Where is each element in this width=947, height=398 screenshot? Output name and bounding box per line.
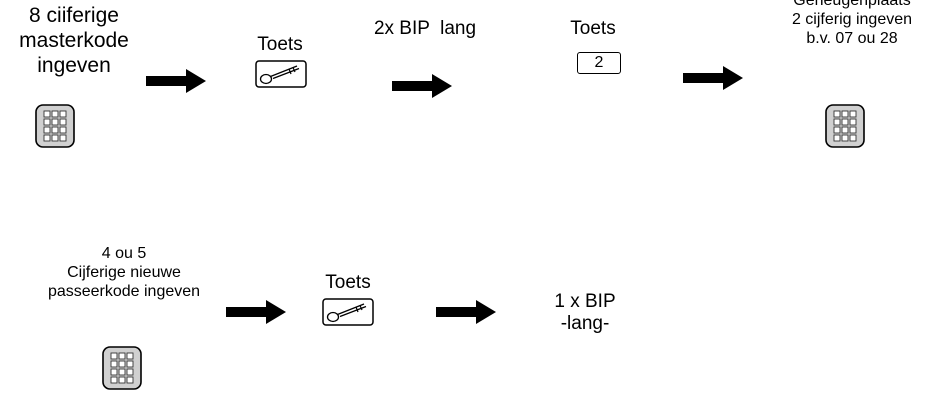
step5-instruction: Geheugenplaats 2 cijferig ingeven b.v. 0… [791, 0, 913, 47]
key-icon [255, 60, 307, 88]
step2-instruction: Toets [257, 34, 303, 55]
step4-instruction: Toets [570, 18, 616, 39]
step3-instruction: 2x BIP lang [373, 18, 477, 39]
right-arrow-icon [436, 300, 496, 324]
keypad-icon [35, 104, 75, 148]
keypad-icon [825, 104, 865, 148]
right-arrow-icon [392, 74, 452, 98]
step8-instruction: 1 x BIP -lang- [554, 291, 616, 335]
step7-instruction: Toets [325, 272, 371, 293]
right-arrow-icon [683, 66, 743, 90]
step6-instruction: 4 ou 5 Cijferige nieuwe passeerkode inge… [47, 245, 201, 300]
key-2-button: 2 [577, 52, 621, 74]
right-arrow-icon [146, 69, 206, 93]
step1-instruction: 8 ciiferige masterkode ingeven [19, 4, 129, 77]
keypad-icon [102, 346, 142, 390]
right-arrow-icon [226, 300, 286, 324]
key-icon [322, 298, 374, 326]
